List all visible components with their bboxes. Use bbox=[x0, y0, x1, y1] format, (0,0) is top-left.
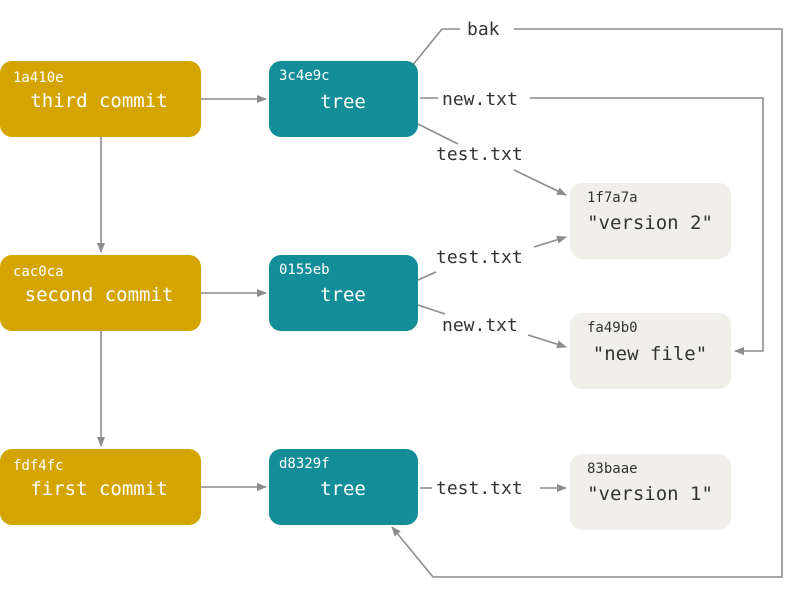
commit-message: first commit bbox=[30, 478, 167, 500]
tree-node-0155eb: 0155eb tree bbox=[269, 255, 418, 331]
edge-bak-to-tree-d8329f bbox=[391, 28, 783, 578]
tree-label: tree bbox=[320, 91, 366, 113]
edge-tree2-new-to-blob-fa49b0 bbox=[527, 334, 567, 349]
edge-tree3-test-to-blob-1f7a7a bbox=[513, 169, 567, 196]
commit-box bbox=[0, 255, 201, 331]
commit-hash: 1a410e bbox=[13, 70, 64, 86]
commit-box bbox=[0, 61, 201, 137]
edges bbox=[97, 28, 783, 578]
tree-label: tree bbox=[320, 284, 366, 306]
tree-hash: d8329f bbox=[279, 456, 330, 472]
tree-box bbox=[269, 61, 418, 137]
commit-message: third commit bbox=[30, 90, 167, 112]
blob-box bbox=[570, 454, 731, 530]
tree-hash: 3c4e9c bbox=[279, 68, 330, 84]
tree-node-3c4e9c: 3c4e9c tree bbox=[269, 61, 418, 137]
edge-tree2-test-to-blob-1f7a7a bbox=[533, 235, 567, 248]
blob-box bbox=[570, 313, 731, 389]
blob-hash: 1f7a7a bbox=[587, 190, 638, 206]
edge-label-tree2-new-txt: new.txt bbox=[442, 315, 518, 336]
blob-content: "new file" bbox=[593, 343, 707, 365]
edge-tree2-test-line bbox=[417, 271, 437, 281]
blob-hash: 83baae bbox=[587, 461, 638, 477]
tree-node-d8329f: d8329f tree bbox=[269, 449, 418, 525]
commit-node-fdf4fc: fdf4fc first commit bbox=[0, 449, 201, 525]
tree-hash: 0155eb bbox=[279, 262, 330, 278]
blob-node-fa49b0: fa49b0 "new file" bbox=[570, 313, 731, 389]
blob-box bbox=[570, 183, 731, 259]
edge-label-tree3-new-txt: new.txt bbox=[442, 89, 518, 110]
blob-content: "version 1" bbox=[587, 483, 713, 505]
commit-message: second commit bbox=[25, 284, 174, 306]
tree-box bbox=[269, 449, 418, 525]
commit-node-cac0ca: cac0ca second commit bbox=[0, 255, 201, 331]
tree-box bbox=[269, 255, 418, 331]
blob-node-83baae: 83baae "version 1" bbox=[570, 454, 731, 530]
edge-tree3-test-line bbox=[417, 123, 459, 145]
edge-label-tree1-test-txt: test.txt bbox=[436, 478, 523, 499]
edge-labels: bak new.txt test.txt test.txt new.txt te… bbox=[436, 19, 523, 499]
tree-label: tree bbox=[320, 478, 366, 500]
commit-hash: cac0ca bbox=[13, 264, 64, 280]
commit-node-1a410e: 1a410e third commit bbox=[0, 61, 201, 137]
commit-box bbox=[0, 449, 201, 525]
edge-label-tree2-test-txt: test.txt bbox=[436, 247, 523, 268]
blob-content: "version 2" bbox=[587, 212, 713, 234]
blob-hash: fa49b0 bbox=[587, 320, 638, 336]
edge-tree3-new-to-blob-fa49b0 bbox=[530, 97, 764, 355]
blob-node-1f7a7a: 1f7a7a "version 2" bbox=[570, 183, 731, 259]
edge-label-bak: bak bbox=[467, 19, 500, 40]
edge-tree2-new-line bbox=[417, 304, 446, 315]
commit-hash: fdf4fc bbox=[13, 458, 64, 474]
edge-label-tree3-test-txt: test.txt bbox=[436, 144, 523, 165]
edge-bak-line bbox=[411, 28, 460, 67]
